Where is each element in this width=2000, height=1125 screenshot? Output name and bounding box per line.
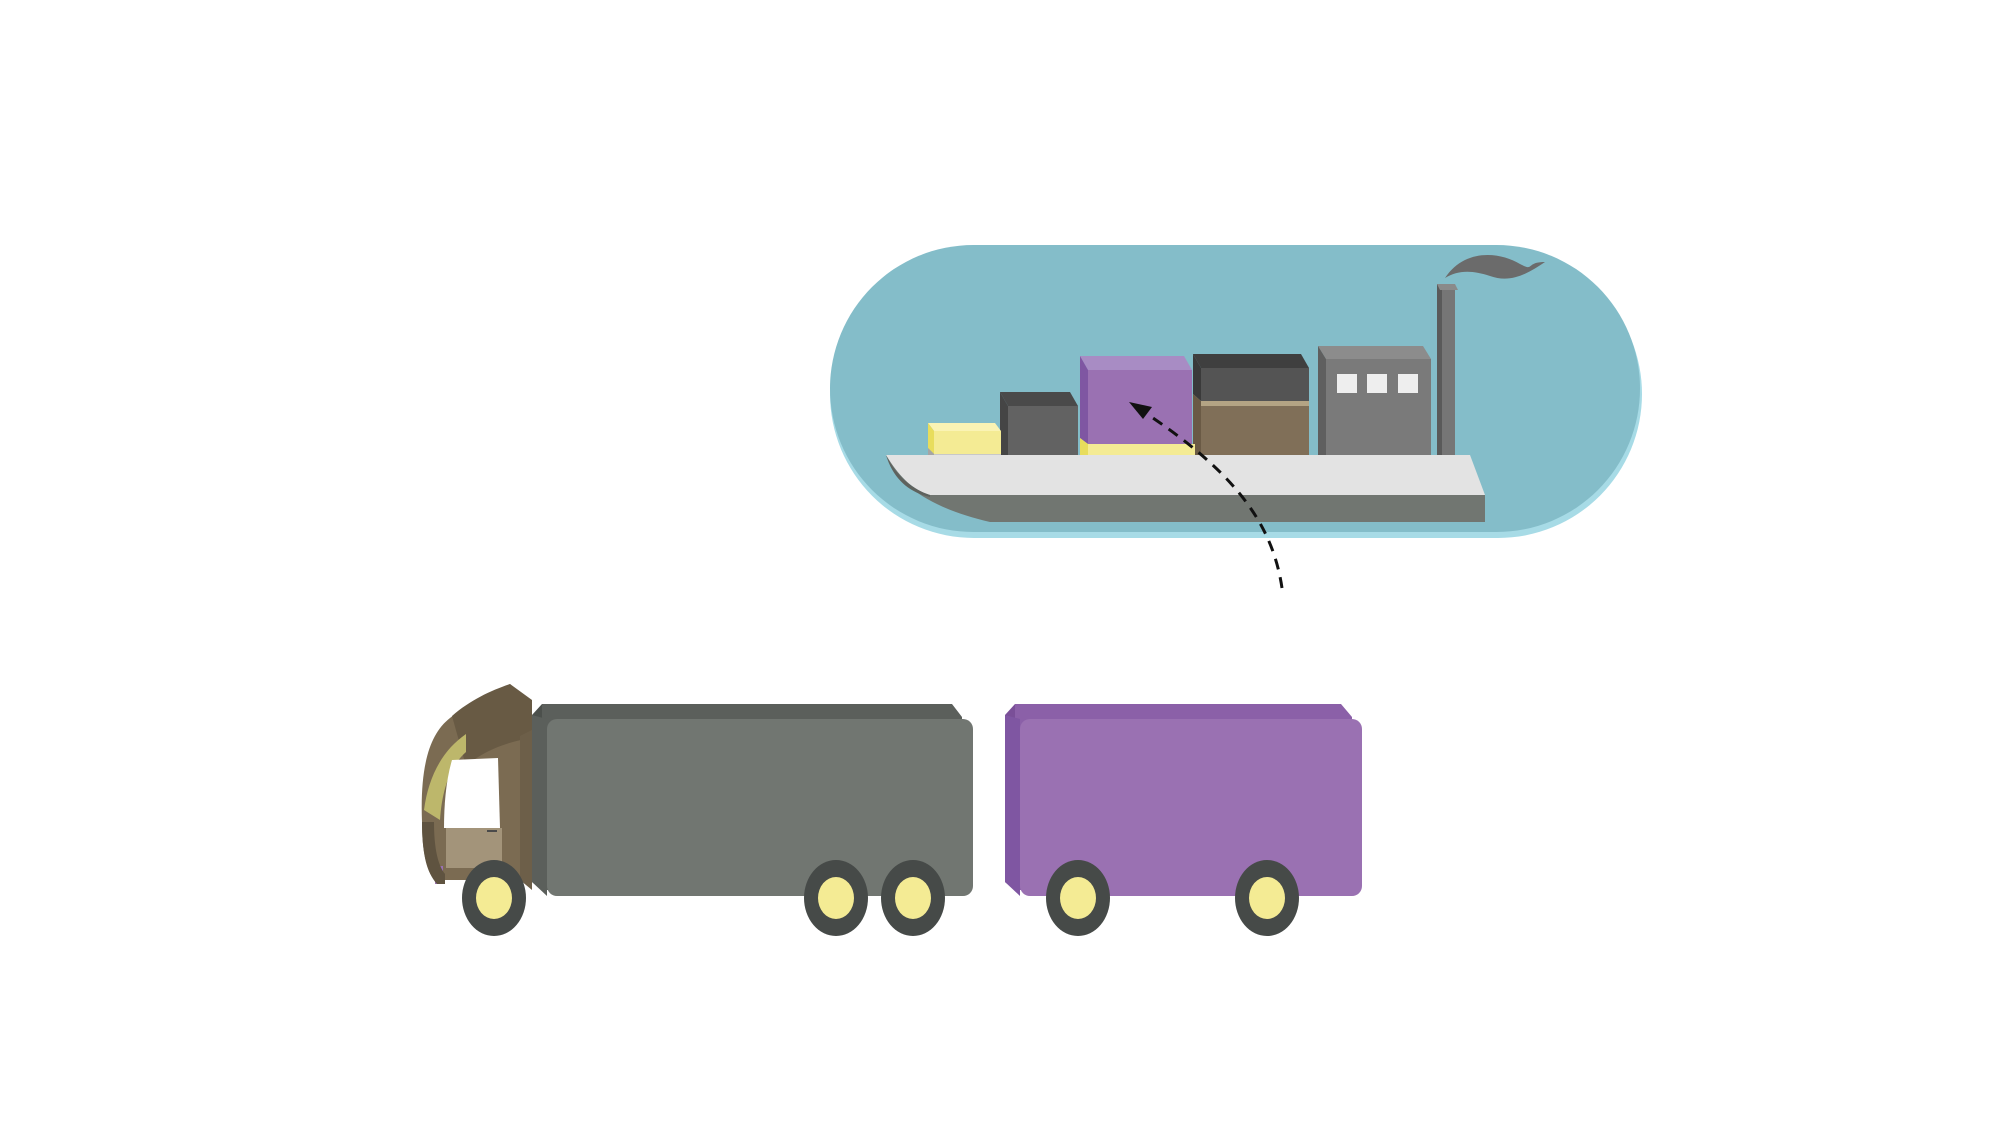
cargo-ship-icon bbox=[886, 455, 1485, 522]
window-icon bbox=[1367, 374, 1387, 393]
wheel-icon bbox=[881, 860, 945, 936]
wheel-icon bbox=[1235, 860, 1299, 936]
window-icon bbox=[1398, 374, 1418, 393]
windshield bbox=[424, 734, 466, 820]
wheel-icon bbox=[804, 860, 868, 936]
wheel-icon bbox=[462, 860, 526, 936]
trailer-icon bbox=[1005, 704, 1362, 936]
container-purple bbox=[1080, 356, 1192, 444]
truck-cab bbox=[421, 684, 532, 890]
chimney bbox=[1437, 284, 1458, 476]
window-icon bbox=[1337, 374, 1357, 393]
ship-scene bbox=[830, 245, 1642, 538]
dashed-curved-arrow-icon bbox=[1129, 402, 1284, 589]
wheel-icon bbox=[1046, 860, 1110, 936]
cab-window bbox=[444, 758, 500, 828]
truck-icon bbox=[421, 684, 973, 936]
smoke-icon bbox=[1445, 255, 1545, 279]
truck-cargo-box bbox=[532, 704, 973, 896]
